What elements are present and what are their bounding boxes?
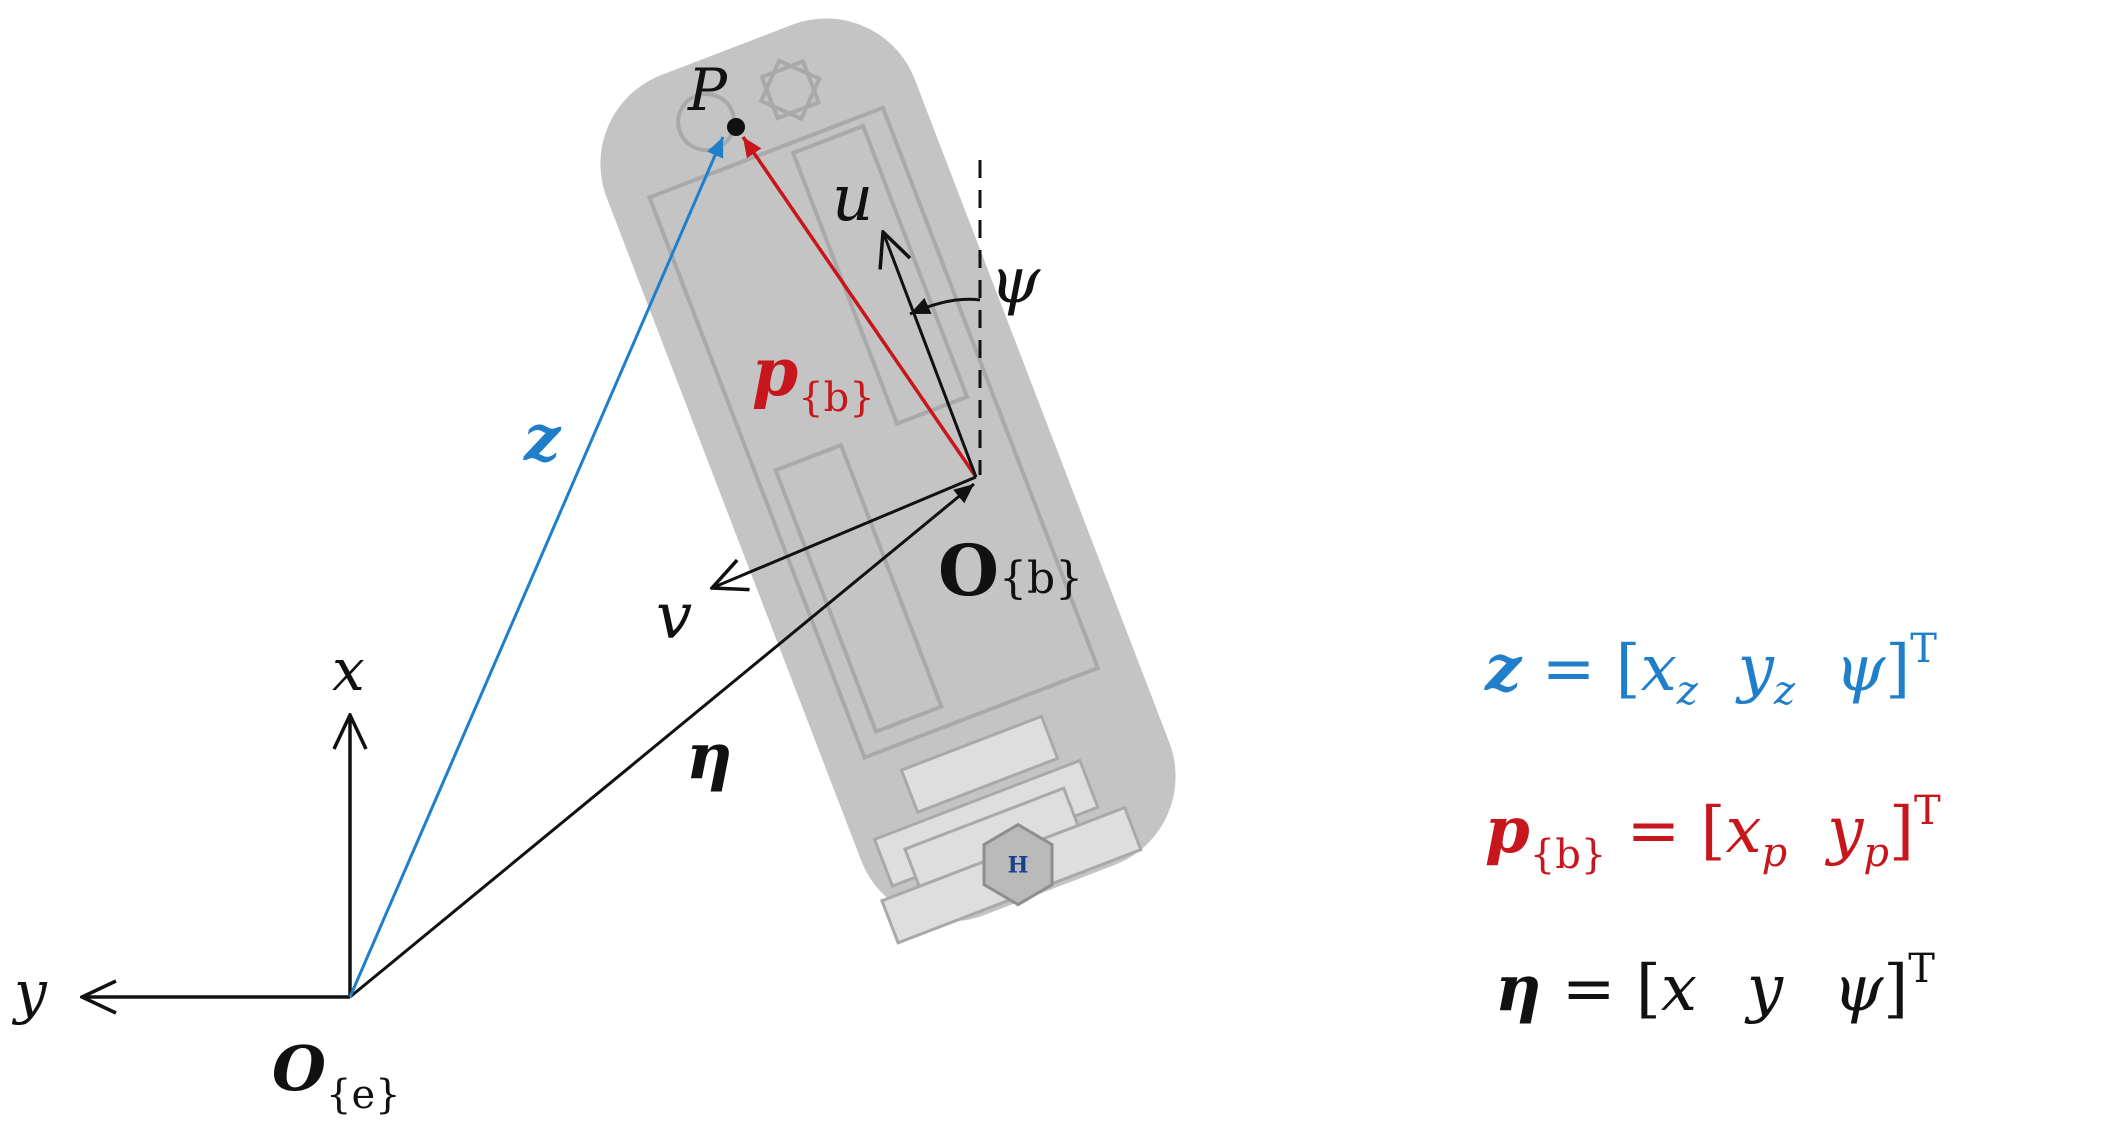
psi-angle-label: ψ bbox=[990, 244, 1041, 318]
world-origin-label: O{e} bbox=[272, 1032, 401, 1118]
point-p-dot bbox=[727, 118, 745, 136]
z-vector-label: z bbox=[523, 401, 562, 476]
diamond-marker-icon bbox=[758, 58, 822, 122]
p-body-vector-label: p{b} bbox=[752, 333, 875, 421]
body-u-axis bbox=[883, 232, 978, 478]
board-outline bbox=[646, 105, 1101, 761]
hex-badge: H bbox=[982, 822, 1054, 907]
badge-label: H bbox=[1008, 853, 1029, 879]
body-v-axis bbox=[712, 475, 977, 588]
svg-text:η = [xyψ]T: η = [xyψ]T bbox=[1495, 946, 1935, 1026]
z-vector bbox=[348, 136, 725, 998]
point-p-label: P bbox=[687, 56, 728, 124]
eta-vector-label: η bbox=[686, 719, 733, 794]
board-slot-lower-left bbox=[773, 442, 944, 735]
robot-body: H bbox=[600, 18, 1176, 945]
psi-angle-arc bbox=[909, 297, 981, 316]
p-body-vector bbox=[741, 136, 978, 478]
body-origin-label: O{b} bbox=[938, 529, 1083, 612]
eta-vector bbox=[349, 482, 975, 999]
v-axis-label: v bbox=[656, 580, 692, 654]
x-axis-label: x bbox=[332, 636, 365, 704]
u-axis-label: u bbox=[832, 162, 873, 236]
robot-chassis bbox=[600, 18, 1176, 922]
y-axis-label: y bbox=[11, 958, 48, 1026]
bottom-panel-1 bbox=[899, 714, 1060, 815]
